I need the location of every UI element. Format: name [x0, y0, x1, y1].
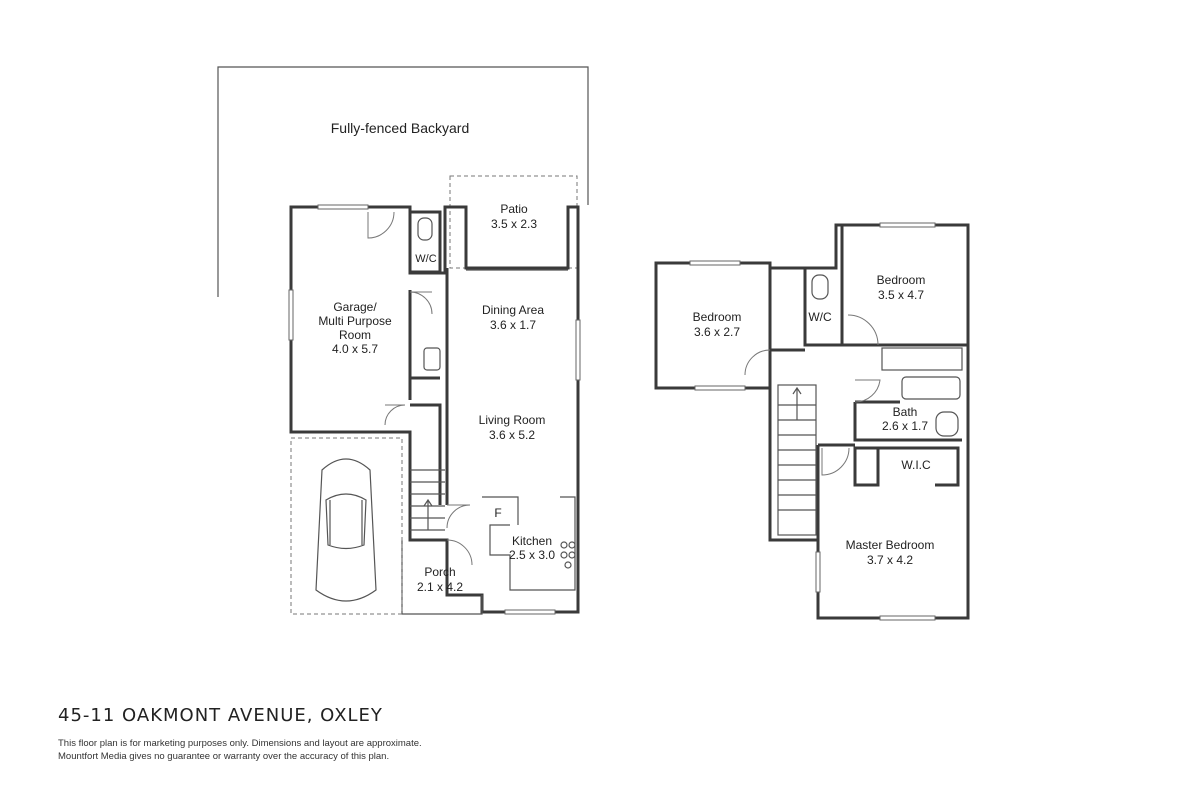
door-swing [847, 314, 879, 346]
toilet-symbol [417, 217, 433, 241]
door-swing [854, 379, 881, 403]
disclaimer-line-2: Mountfort Media gives no guarantee or wa… [58, 751, 390, 762]
bath-dims: 2.6 x 1.7 [882, 419, 928, 433]
door-swing [367, 211, 395, 239]
kitchen-label: Kitchen [512, 534, 552, 548]
basin [935, 411, 959, 437]
disclaimer-line-1: This floor plan is for marketing purpose… [58, 738, 422, 749]
window [815, 551, 821, 593]
ground-outer-walls [289, 205, 580, 614]
bath-label: Bath [893, 405, 918, 419]
kitchen-dims: 2.5 x 3.0 [509, 548, 555, 562]
window [288, 289, 294, 341]
master-label: Master Bedroom [846, 538, 935, 552]
fridge-label: F [494, 506, 501, 520]
room-labels: Fully-fenced Backyard Patio 3.5 x 2.3 W/… [318, 120, 934, 594]
property-address: 45-11 OAKMONT AVENUE, OXLEY [58, 705, 383, 726]
laundry-sink [423, 347, 441, 371]
ground-stairs [410, 469, 445, 531]
bathtub [901, 376, 961, 400]
car-icon [315, 458, 377, 602]
door-swing [821, 447, 850, 476]
door-swing [446, 504, 471, 529]
master-dims: 3.7 x 4.2 [867, 553, 913, 567]
bath-walls [853, 400, 962, 442]
porch-label: Porch [424, 565, 455, 579]
toilet-symbol [811, 274, 829, 300]
kitchen-bench [482, 496, 576, 591]
bedroom-right-dims: 3.5 x 4.7 [878, 288, 924, 302]
backyard-label: Fully-fenced Backyard [331, 120, 470, 136]
wc-room-walls [408, 210, 442, 274]
window [694, 385, 746, 391]
window [879, 222, 936, 228]
porch-outline [401, 540, 483, 615]
carport-outline [290, 437, 403, 615]
laundry-walls [408, 290, 442, 505]
cooktop-icon [560, 541, 576, 569]
patio-dims: 3.5 x 2.3 [491, 217, 537, 231]
wic-label: W.I.C [901, 458, 931, 472]
living-dims: 3.6 x 5.2 [489, 428, 535, 442]
garage-dims: 4.0 x 5.7 [332, 342, 378, 356]
dining-dims: 3.6 x 1.7 [490, 318, 536, 332]
window [317, 204, 369, 210]
window [689, 260, 741, 266]
door-swing [384, 404, 406, 426]
hall-walls [770, 348, 820, 540]
patio-label: Patio [500, 202, 528, 216]
dining-label: Dining Area [482, 303, 544, 317]
porch-dims: 2.1 x 4.2 [417, 580, 463, 594]
garage-label-3: Room [339, 328, 371, 342]
door-swing [409, 291, 433, 315]
upper-stairs [777, 384, 817, 536]
ground-floor [217, 66, 589, 615]
garage-label-2: Multi Purpose [318, 314, 392, 328]
upper-wc-walls [803, 225, 844, 347]
wardrobe [881, 347, 963, 371]
garage-label-1: Garage/ [333, 300, 377, 314]
door-swing [446, 539, 473, 566]
bedroom-right-label: Bedroom [877, 273, 926, 287]
window [879, 615, 936, 621]
window [575, 319, 581, 381]
living-label: Living Room [479, 413, 546, 427]
first-floor [654, 222, 970, 621]
backyard-outline [217, 66, 589, 297]
door-swing [744, 349, 771, 376]
upper-wc-label: W/C [808, 310, 832, 324]
wic-walls [853, 446, 960, 487]
bedroom-left-label: Bedroom [693, 310, 742, 324]
window [504, 609, 556, 615]
bedroom-left-dims: 3.6 x 2.7 [694, 325, 740, 339]
wc-label: W/C [415, 253, 436, 265]
